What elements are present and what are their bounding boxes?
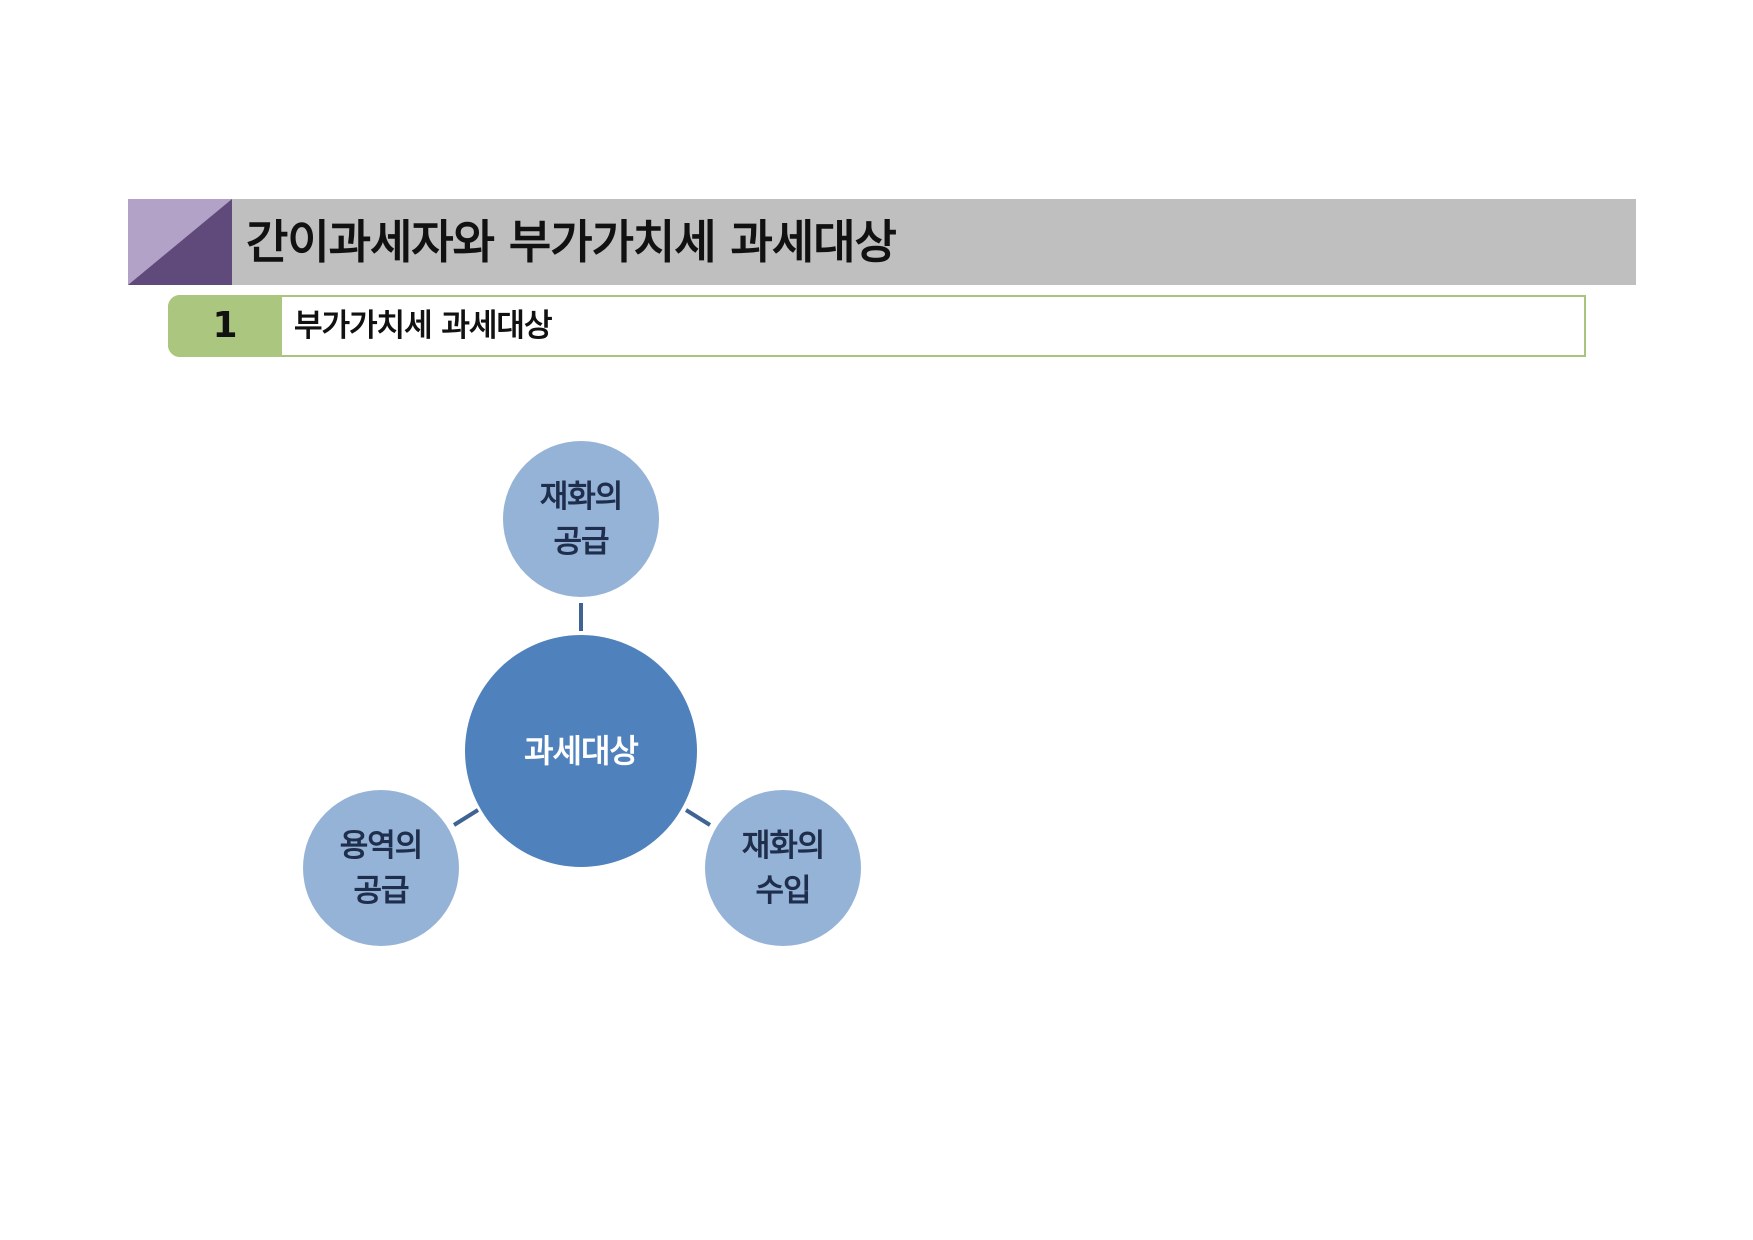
node-service-supply-line1: 용역의 <box>340 828 423 864</box>
connector-right <box>684 808 712 827</box>
node-circle-goods-import <box>705 790 861 946</box>
center-circle <box>465 635 697 867</box>
node-circle-goods-supply <box>503 441 659 597</box>
node-goods-supply-line1: 재화의 <box>540 479 623 515</box>
connector-left <box>452 808 480 827</box>
section-number: 1 <box>168 295 282 357</box>
center-label: 과세대상 <box>524 732 638 770</box>
title-corner-decoration <box>128 199 232 285</box>
title-bar: 간이과세자와 부가가치세 과세대상 <box>128 199 1636 285</box>
node-service-supply-line2: 공급 <box>353 873 409 909</box>
page-title: 간이과세자와 부가가치세 과세대상 <box>246 215 897 269</box>
node-circle-service-supply <box>303 790 459 946</box>
node-goods-import-line1: 재화의 <box>742 828 825 864</box>
node-goods-import-line2: 수입 <box>755 873 810 909</box>
node-goods-supply-line2: 공급 <box>553 524 609 560</box>
section-header: 1 부가가치세 과세대상 <box>168 295 1586 357</box>
section-title: 부가가치세 과세대상 <box>294 308 552 344</box>
